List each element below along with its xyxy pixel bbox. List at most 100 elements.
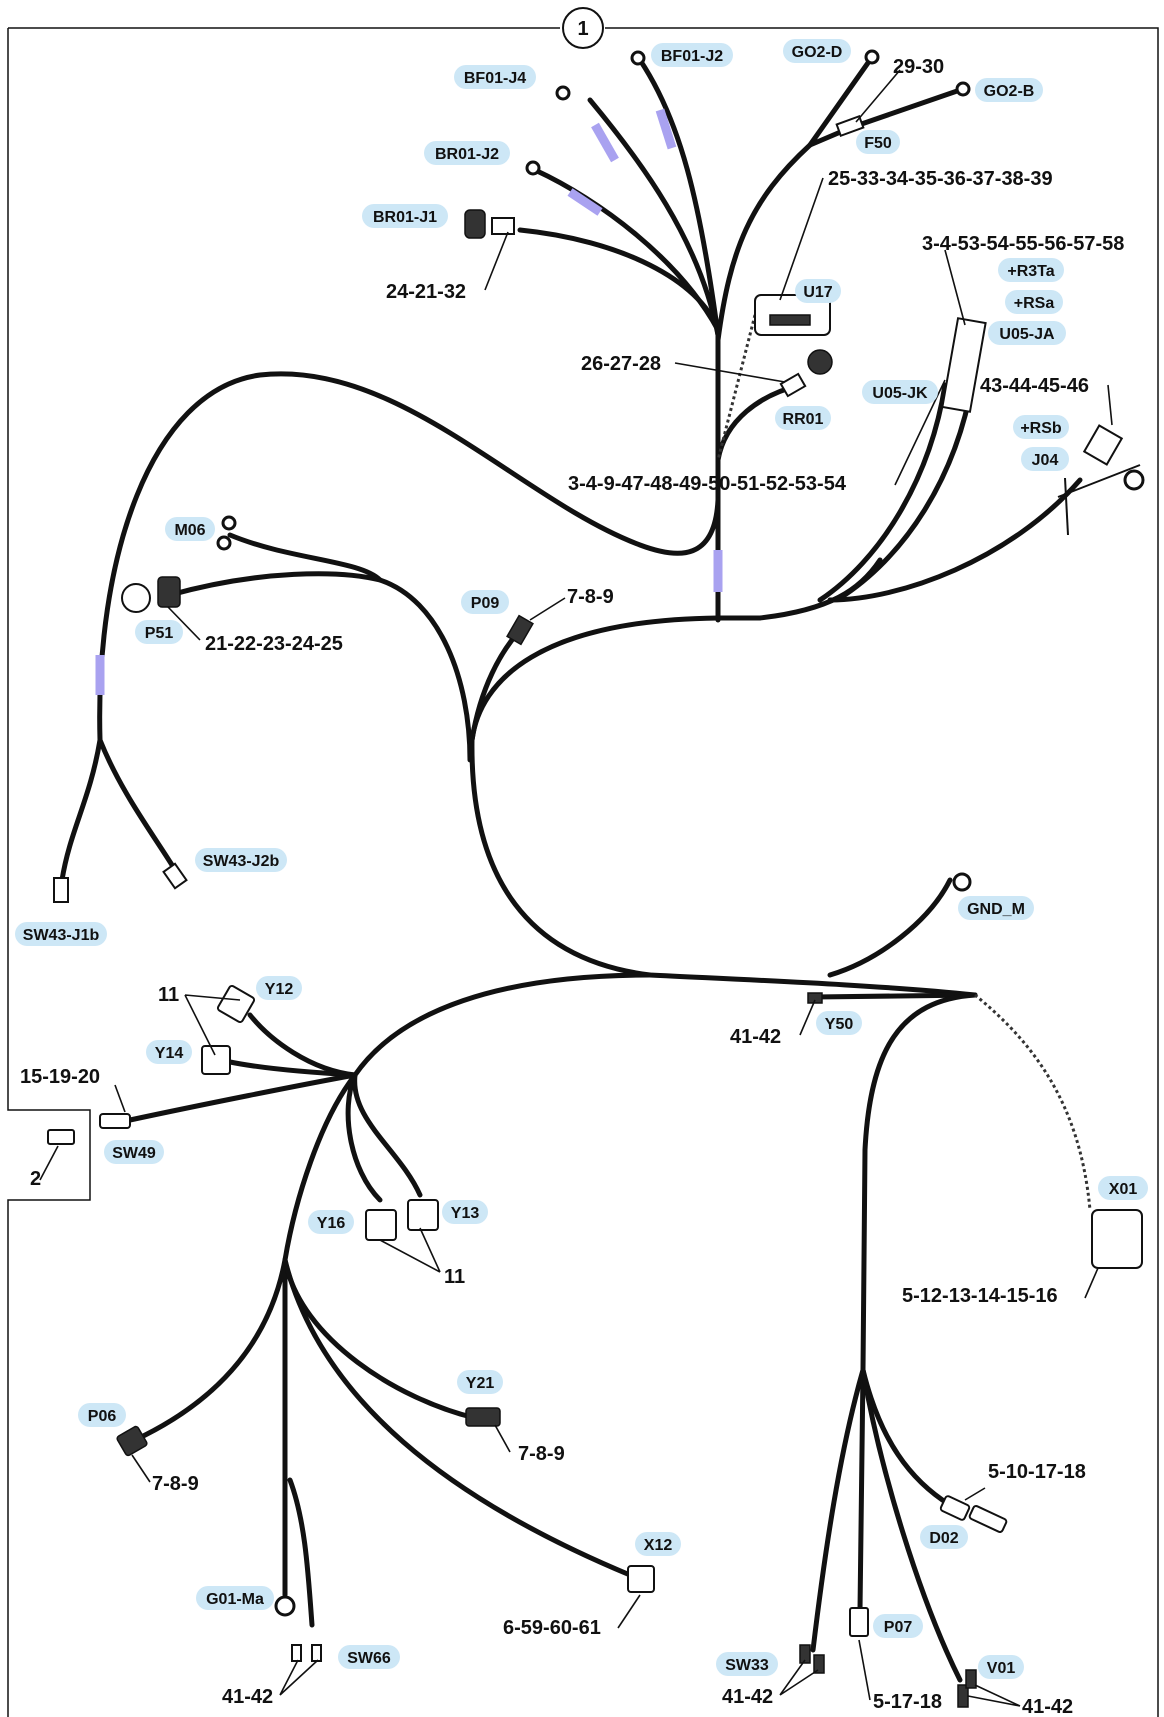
svg-text:U17: U17 xyxy=(803,284,832,301)
svg-text:BR01-J2: BR01-J2 xyxy=(435,146,499,163)
sw33-connector-a xyxy=(799,1644,811,1664)
code-11-bottom: 11 xyxy=(444,1266,465,1288)
sw49-connector xyxy=(99,1113,131,1129)
tag-y12: Y12 xyxy=(256,976,302,1000)
tag-u05-ja: U05-JA xyxy=(988,321,1066,345)
tag-m06: M06 xyxy=(165,517,215,541)
sheet-frame: 1 xyxy=(7,7,1159,1717)
code-21-25: 21-22-23-24-25 xyxy=(205,633,343,655)
d02-plug xyxy=(968,1505,1008,1533)
svg-text:X01: X01 xyxy=(1109,1181,1138,1198)
code-24-21-32: 24-21-32 xyxy=(386,281,466,303)
svg-text:Y13: Y13 xyxy=(451,1205,480,1222)
y13-valve xyxy=(407,1199,439,1231)
svg-text:SW43-J1b: SW43-J1b xyxy=(23,927,100,944)
tag-g01-ma: G01-Ma xyxy=(196,1586,274,1610)
svg-text:F50: F50 xyxy=(864,135,892,152)
code-7-8-9-p09: 7-8-9 xyxy=(567,586,614,608)
svg-text:SW33: SW33 xyxy=(725,1657,769,1674)
code-3-54: 3-4-9-47-48-49-50-51-52-53-54 xyxy=(568,473,847,495)
tag-p09: P09 xyxy=(461,590,509,614)
svg-text:RR01: RR01 xyxy=(783,411,824,428)
p09-connector xyxy=(506,614,534,646)
svg-text:U05-JK: U05-JK xyxy=(872,385,928,402)
svg-text:Y16: Y16 xyxy=(317,1215,346,1232)
leader-lines xyxy=(39,69,1113,1707)
svg-text:SW66: SW66 xyxy=(347,1650,391,1667)
tag-u05-jk: U05-JK xyxy=(862,380,938,404)
tag-y13: Y13 xyxy=(442,1200,488,1224)
rr01-sensor xyxy=(807,349,833,375)
inset-item-2 xyxy=(47,1129,75,1145)
j04-connector xyxy=(1082,424,1124,466)
gnd-m-ring xyxy=(952,872,972,892)
svg-text:P07: P07 xyxy=(884,1619,913,1636)
tag-y21: Y21 xyxy=(457,1370,503,1394)
code-29-30: 29-30 xyxy=(893,56,944,78)
svg-text:P51: P51 xyxy=(145,625,174,642)
harness-sleeves xyxy=(95,108,723,695)
code-7-8-9-p06: 7-8-9 xyxy=(152,1473,199,1495)
tag-br01-j2: BR01-J2 xyxy=(424,141,510,165)
svg-text:GND_M: GND_M xyxy=(967,901,1025,918)
tag-rr01: RR01 xyxy=(775,406,831,430)
svg-text:P06: P06 xyxy=(88,1408,117,1425)
sw66-connector-b xyxy=(311,1644,322,1662)
tag-x12: X12 xyxy=(635,1532,681,1556)
svg-text:GO2-B: GO2-B xyxy=(984,83,1035,100)
connector-shapes xyxy=(47,49,1145,1708)
x12-connector xyxy=(627,1565,655,1593)
tag-go2-d: GO2-D xyxy=(783,39,851,63)
svg-text:+RSa: +RSa xyxy=(1014,295,1055,312)
svg-text:BF01-J4: BF01-J4 xyxy=(464,70,526,87)
svg-text:Y50: Y50 xyxy=(825,1016,854,1033)
svg-text:V01: V01 xyxy=(987,1660,1016,1677)
tag-sw43-j1b: SW43-J1b xyxy=(15,922,107,946)
svg-text:+RSb: +RSb xyxy=(1020,420,1062,437)
tag-v01: V01 xyxy=(978,1655,1024,1679)
m06-ring-b xyxy=(216,535,232,551)
svg-text:M06: M06 xyxy=(174,522,205,539)
m06-ring-a xyxy=(221,515,237,531)
tag-p07: P07 xyxy=(873,1614,923,1638)
tag-r3ta: +R3Ta xyxy=(998,258,1064,282)
tag-d02: D02 xyxy=(920,1525,968,1549)
tag-sw43-j2b: SW43-J2b xyxy=(195,848,287,872)
harness-wires xyxy=(59,57,1141,1683)
y12-valve xyxy=(216,984,256,1024)
p07-connector xyxy=(849,1607,869,1637)
code-25-39: 25-33-34-35-36-37-38-39 xyxy=(828,168,1053,190)
svg-text:BR01-J1: BR01-J1 xyxy=(373,209,437,226)
code-7-8-9-y21: 7-8-9 xyxy=(518,1443,565,1465)
y16-valve xyxy=(365,1209,397,1241)
code-41-42-v01: 41-42 xyxy=(1022,1696,1073,1717)
p06-connector xyxy=(116,1425,148,1457)
code-2-inset: 2 xyxy=(30,1168,41,1190)
sheet-number-badge xyxy=(562,7,604,49)
wire-codes: 29-30 25-33-34-35-36-37-38-39 3-4-53-54-… xyxy=(20,56,1124,1717)
svg-text:U05-JA: U05-JA xyxy=(999,326,1055,343)
bf01-j4-ring xyxy=(555,85,571,101)
v01-connector-b xyxy=(965,1669,977,1689)
code-41-42-sw33: 41-42 xyxy=(722,1686,773,1708)
svg-text:J04: J04 xyxy=(1032,452,1059,469)
tag-br01-j1: BR01-J1 xyxy=(362,204,448,228)
tag-gnd-m: GND_M xyxy=(958,896,1034,920)
tag-rsb: +RSb xyxy=(1013,415,1069,439)
g01-ma-ring xyxy=(274,1595,296,1617)
tag-sw66: SW66 xyxy=(338,1645,400,1669)
code-41-42-y50: 41-42 xyxy=(730,1026,781,1048)
x01-connector xyxy=(1091,1209,1143,1269)
sw43-j1b-connector xyxy=(53,877,69,903)
connector-tags: BF01-J4 BF01-J2 GO2-D GO2-B F50 BR01-J2 … xyxy=(15,39,1148,1679)
tag-p06: P06 xyxy=(78,1403,126,1427)
code-41-42-sw66: 41-42 xyxy=(222,1686,273,1708)
tag-p51: P51 xyxy=(135,620,183,644)
svg-text:BF01-J2: BF01-J2 xyxy=(661,48,723,65)
code-11-top: 11 xyxy=(158,984,179,1006)
br01-j1-plug xyxy=(491,217,515,235)
code-43-46: 43-44-45-46 xyxy=(980,375,1089,397)
svg-text:Y21: Y21 xyxy=(466,1375,495,1392)
svg-text:GO2-D: GO2-D xyxy=(792,44,843,61)
